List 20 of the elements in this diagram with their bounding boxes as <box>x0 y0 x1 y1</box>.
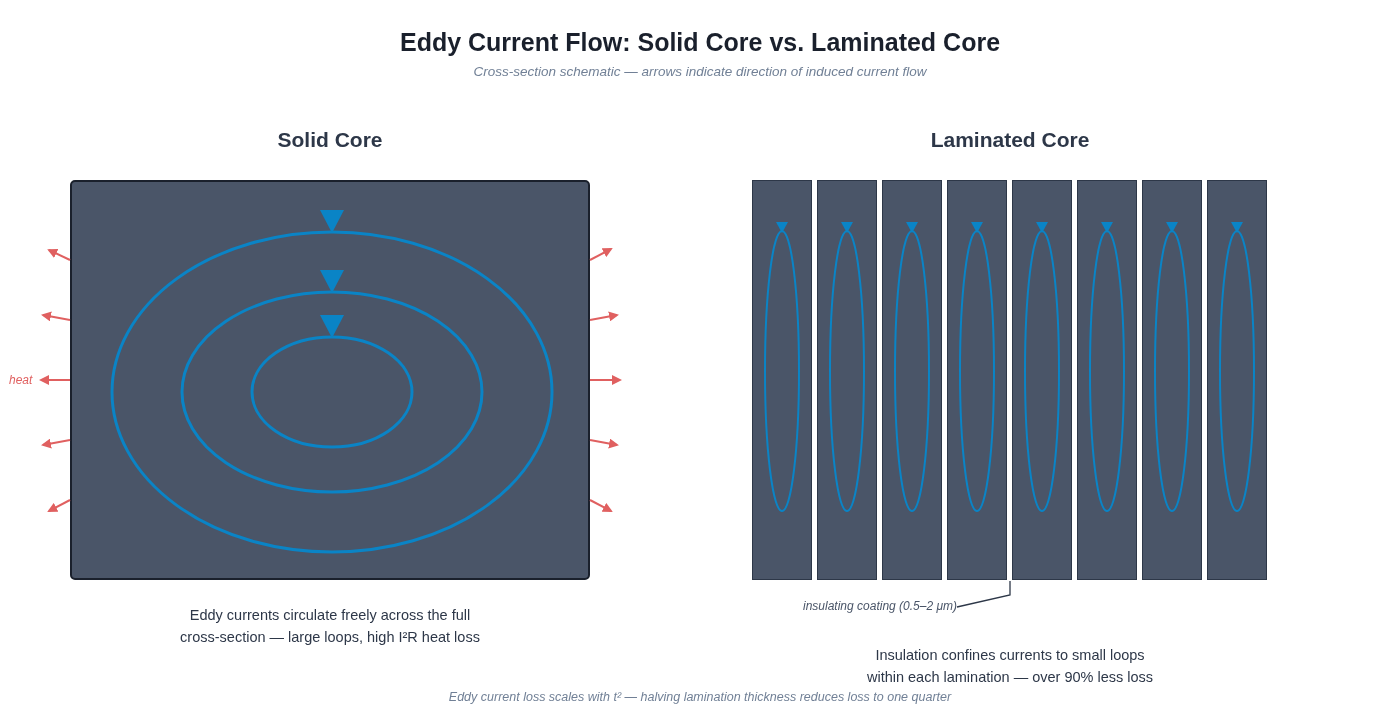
heat-arrow <box>589 375 622 385</box>
leader-line <box>956 580 1011 608</box>
heat-arrow <box>589 438 619 449</box>
section-heading: Solid Core <box>277 127 383 153</box>
heat-arrow <box>589 311 619 322</box>
caption-text: Insulation confines currents to small loops within each lamination — over 90% less loss <box>865 646 1155 687</box>
heat-arrow <box>41 438 71 449</box>
annotation-text: insulating coating (0.5–2 μm) <box>776 598 957 614</box>
caption-text: Eddy currents circulate freely across the full cross-section — large loops, high I²R heat loss <box>179 606 481 647</box>
footnote: Eddy current loss scales with t² — halving lamination thickness reduces loss to one quarter <box>448 689 952 706</box>
heat-arrow <box>47 499 71 512</box>
diagram-title: Eddy Current Flow: Solid Core vs. Laminated Core <box>399 27 1001 58</box>
section-heading: Laminated Core <box>930 127 1090 153</box>
heat-arrow <box>41 311 71 322</box>
edge-label: heat <box>9 373 33 387</box>
heat-arrow <box>39 375 71 385</box>
heat-arrow <box>47 248 71 261</box>
subtitle: Cross-section schematic — arrows indicate direction of induced current flow <box>473 63 927 81</box>
heat-arrow <box>589 248 613 261</box>
heat-arrow <box>589 499 613 512</box>
